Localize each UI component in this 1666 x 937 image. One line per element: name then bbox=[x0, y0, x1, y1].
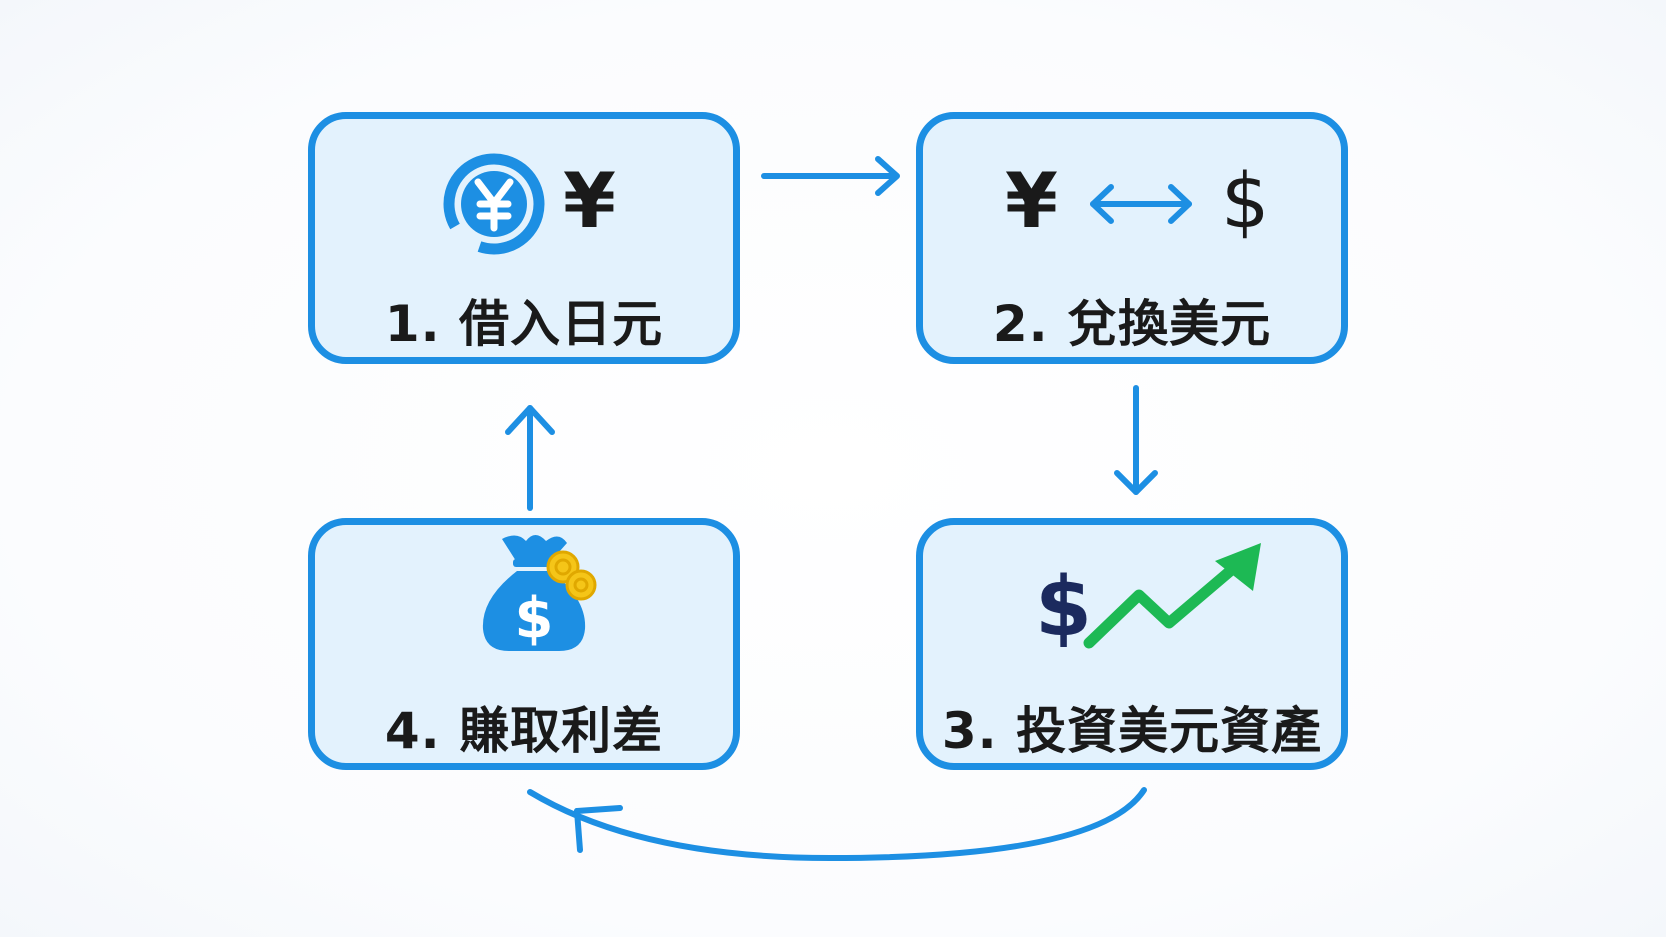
step-label-borrow-yen: 1. 借入日元 bbox=[384, 295, 664, 353]
yen-sign-icon: ¥ bbox=[563, 156, 616, 245]
yen-coin-icon bbox=[443, 153, 545, 255]
arrow-step1-to-step2 bbox=[761, 156, 900, 196]
step-label-convert-usd: 2. 兌換美元 bbox=[992, 295, 1272, 353]
step-box-earn-spread: $ 4. 賺取利差 bbox=[308, 518, 740, 770]
money-bag-dollar-glyph: $ bbox=[515, 586, 554, 651]
step-box-convert-usd: ¥ $ 2. 兌換美元 bbox=[916, 112, 1348, 364]
exchange-arrows-icon bbox=[1090, 184, 1192, 224]
yen-sign-icon: ¥ bbox=[1005, 156, 1058, 245]
arrow-step2-to-step3 bbox=[1114, 385, 1158, 495]
step-label-earn-spread: 4. 賺取利差 bbox=[384, 702, 664, 760]
step-box-borrow-yen: ¥ 1. 借入日元 bbox=[308, 112, 740, 364]
growth-trend-arrow-icon bbox=[1083, 543, 1261, 649]
money-bag-icon: $ bbox=[482, 535, 586, 651]
arrow-step3-to-step4 bbox=[527, 787, 1147, 861]
step-label-invest-usd-assets: 3. 投資美元資產 bbox=[941, 702, 1323, 760]
step-box-invest-usd-assets: $ 3. 投資美元資產 bbox=[916, 518, 1348, 770]
dollar-sign-icon: $ bbox=[1221, 156, 1270, 245]
arrow-step4-to-step1 bbox=[505, 405, 555, 511]
dollar-sign-icon: $ bbox=[1035, 560, 1093, 655]
gold-coins-icon bbox=[546, 550, 597, 601]
